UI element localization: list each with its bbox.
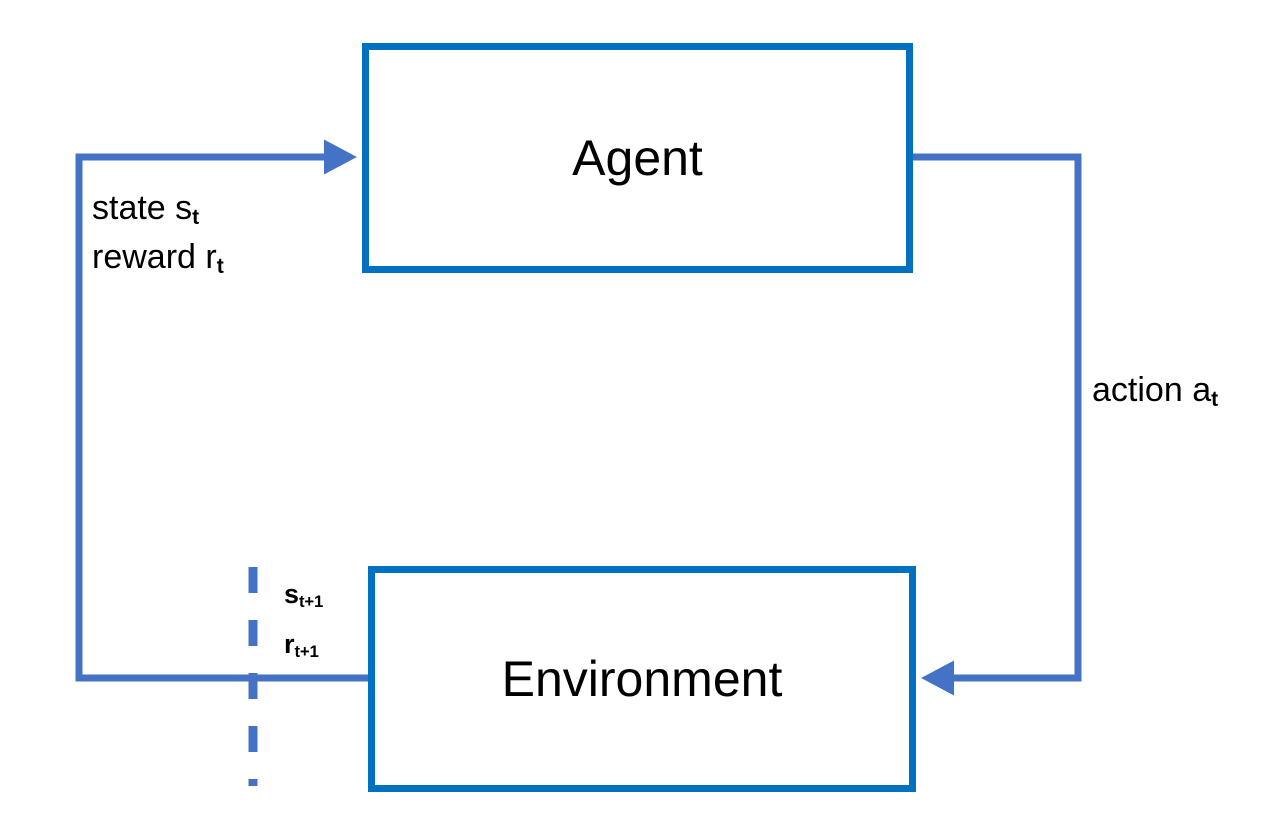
reward-label-line: reward rt (92, 235, 224, 284)
next-reward-label: rt+1 (284, 625, 319, 667)
state-word: state (92, 189, 166, 227)
next-state-symbol: s (284, 579, 300, 609)
next-state-subscript: t+1 (299, 591, 324, 611)
reward-word: reward (92, 238, 196, 276)
reward-subscript: t (216, 254, 224, 278)
reward-symbol: r (205, 238, 217, 276)
next-state-label: st+1 (284, 575, 323, 617)
state-subscript: t (192, 205, 199, 229)
next-reward-symbol: r (284, 629, 295, 659)
action-subscript: t (1211, 387, 1218, 411)
agent-node[interactable]: Agent (362, 43, 913, 273)
environment-node[interactable]: Environment (368, 566, 916, 792)
action-edge-label: action at (1092, 368, 1218, 417)
state-symbol: s (175, 189, 193, 227)
action-symbol: a (1192, 371, 1212, 409)
agent-node-label: Agent (572, 130, 703, 186)
state-reward-edge-label: state st reward rt (92, 186, 224, 284)
edge-environment-to-agent (75, 139, 368, 682)
edge-agent-to-environment (913, 153, 1082, 696)
next-reward-subscript: t+1 (294, 641, 319, 661)
environment-node-label: Environment (501, 651, 783, 707)
action-word: action (1092, 371, 1183, 409)
state-label-line: state st (92, 186, 224, 235)
